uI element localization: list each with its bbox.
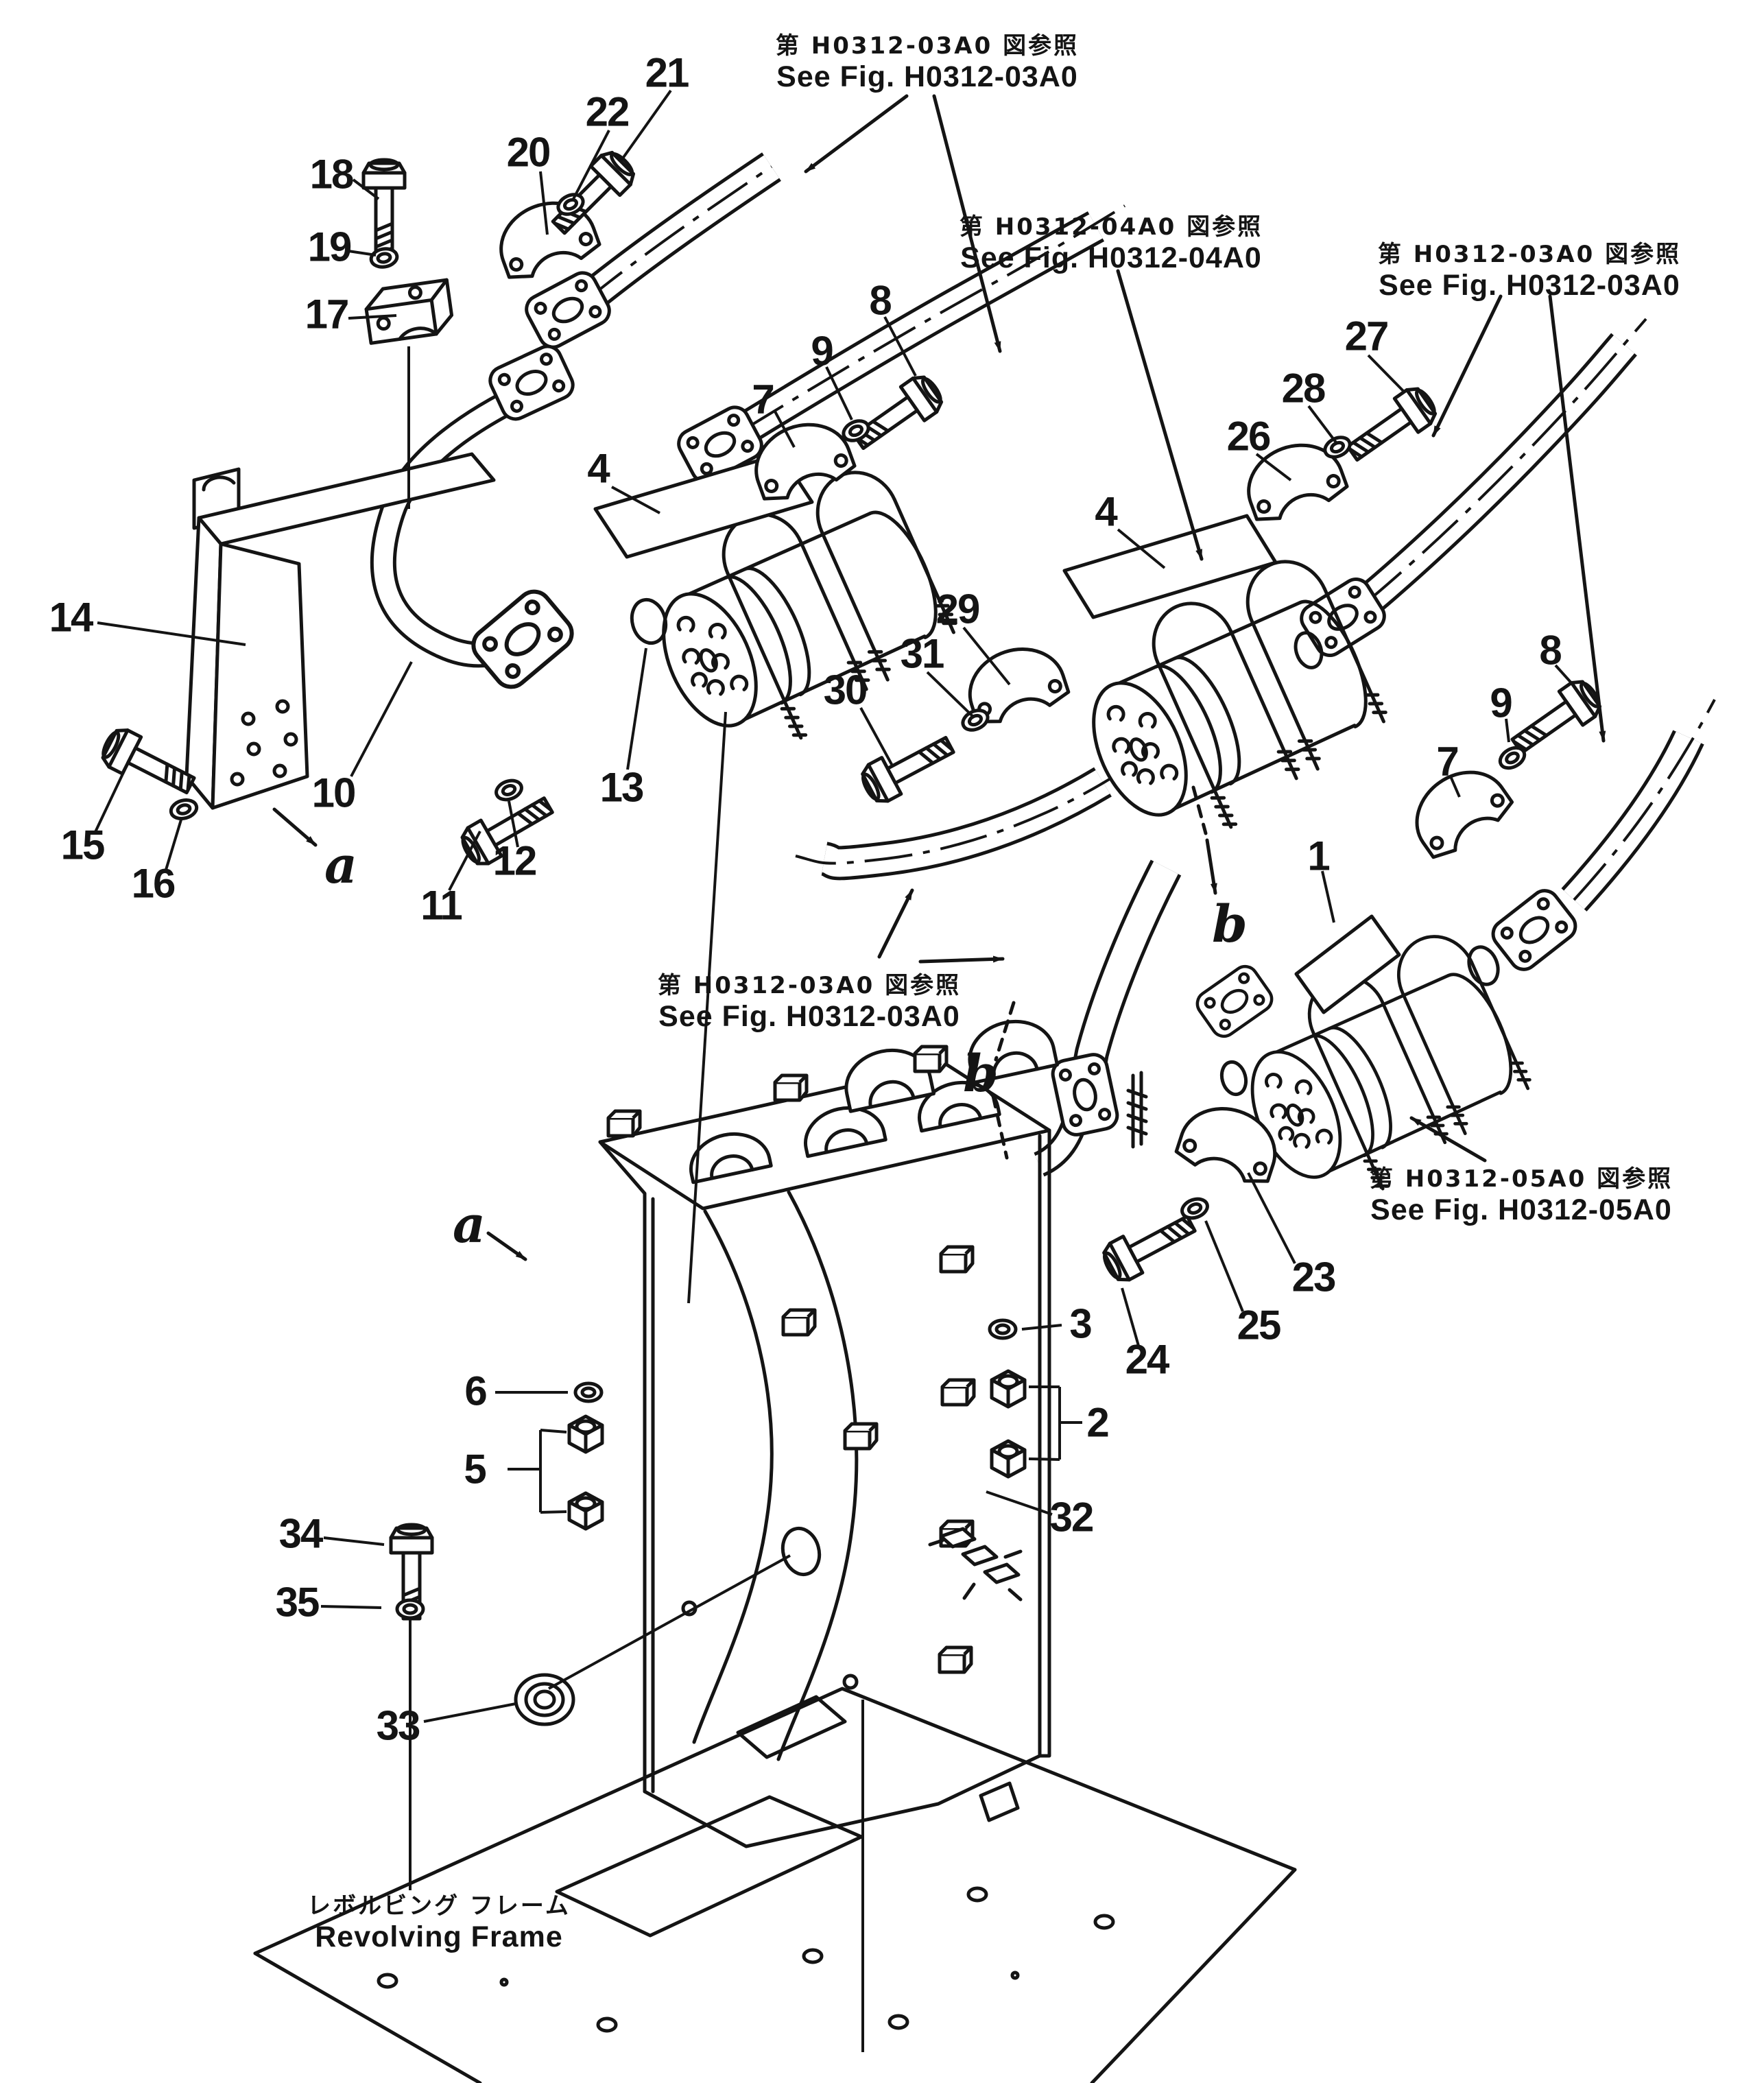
fig-reference-jp: 第 H0312-04A0 図参照 [959, 213, 1263, 241]
part-callout-18-2: 18 [309, 151, 355, 198]
part-callout-7-8: 7 [752, 376, 774, 422]
fig-reference-jp: 第 H0312-03A0 図参照 [775, 32, 1080, 60]
bracket-14 [184, 452, 496, 810]
clamp-17 [364, 278, 454, 345]
part-callout-32-37: 32 [1049, 1494, 1095, 1540]
part-callout-12-24: 12 [492, 837, 538, 884]
fig-reference-jp: 第 H0312-05A0 図参照 [1369, 1165, 1673, 1193]
hose-upper-right [1353, 318, 1647, 617]
leader-lines [93, 89, 1575, 1890]
hose-upper-left [573, 152, 781, 316]
part-callout-16-21: 16 [131, 860, 176, 907]
o-ring-hose-c [1294, 631, 1324, 669]
part-callout-1-28: 1 [1307, 833, 1330, 879]
part-callout-9-7: 9 [811, 328, 833, 374]
tag-box-1 [1294, 914, 1401, 1014]
fig-reference-en: See Fig. H0312-03A0 [658, 1000, 960, 1033]
wiring-fitting [928, 1527, 1023, 1602]
fig-reference-en: See Fig. H0312-04A0 [960, 241, 1262, 274]
o-ring-elbow [1219, 1060, 1248, 1097]
fig-reference-mid: 第 H0312-04A0 図参照 See Fig. H0312-04A0 [960, 208, 1263, 275]
fig-reference-top: 第 H0312-03A0 図参照 See Fig. H0312-03A0 [776, 27, 1079, 94]
part-callout-8-6: 8 [869, 277, 892, 324]
part-callout-27-9: 27 [1344, 313, 1390, 359]
part-callout-28-10: 28 [1281, 365, 1326, 412]
loose-saddle-halves [844, 1019, 1059, 1113]
view-letter-a-22: a [324, 836, 357, 895]
fig-reference-en: See Fig. H0312-05A0 [1370, 1193, 1672, 1226]
part-callout-35-41: 35 [275, 1579, 320, 1626]
part-callout-15-20: 15 [60, 822, 106, 868]
part-callout-4-13: 4 [1095, 488, 1117, 535]
part-callout-31-16: 31 [900, 630, 945, 677]
part-callout-2-36: 2 [1086, 1399, 1109, 1446]
part-callout-11-23: 11 [420, 882, 462, 929]
part-callout-10-19: 10 [311, 770, 357, 816]
fig-reference-center: 第 H0312-03A0 図参照 See Fig. H0312-03A0 [658, 966, 961, 1034]
part-callout-25-33: 25 [1237, 1302, 1282, 1348]
part-callout-21-0: 21 [645, 49, 690, 96]
o-ring-13 [630, 597, 668, 645]
reference-arrows [804, 94, 1606, 1163]
fig-reference-jp: 第 H0312-03A0 図参照 [657, 972, 962, 999]
view-letter-a-31: a [453, 1195, 486, 1254]
part-callout-3-35: 3 [1069, 1300, 1092, 1347]
part-callout-14-14: 14 [49, 594, 94, 641]
view-letter-arrows [272, 785, 1217, 1261]
tag-box-4-right [1062, 514, 1278, 619]
fig-reference-top-right: 第 H0312-03A0 図参照 See Fig. H0312-03A0 [1378, 235, 1681, 302]
part-callout-9-26: 9 [1490, 680, 1512, 726]
part-callout-26-11: 26 [1226, 413, 1272, 460]
hose-middle [732, 204, 1126, 446]
part-callout-24-34: 24 [1125, 1336, 1170, 1383]
revolving-frame-label-en: Revolving Frame [315, 1920, 563, 1953]
hose-lower-right [1561, 699, 1716, 912]
valve-stand-frame [598, 1019, 1148, 1848]
view-letter-b-30: b [963, 1045, 999, 1104]
part-callout-8-27: 8 [1539, 627, 1562, 674]
part-callout-34-40: 34 [278, 1510, 324, 1557]
grommet-33 [514, 1673, 575, 1726]
part-callout-7-25: 7 [1436, 738, 1459, 785]
part-callout-5-39: 5 [464, 1446, 486, 1492]
revolving-frame-label: レボルビング フレーム Revolving Frame [307, 1887, 571, 1954]
view-letter-b-29: b [1212, 895, 1248, 954]
part-callout-30-17: 30 [823, 667, 868, 713]
part-callout-29-15: 29 [935, 586, 981, 632]
part-callout-22-1: 22 [585, 88, 630, 135]
fig-reference-en: See Fig. H0312-03A0 [1379, 269, 1680, 302]
part-callout-13-18: 13 [599, 764, 645, 811]
hose-center-left [795, 767, 1126, 881]
fig-reference-en: See Fig. H0312-03A0 [776, 60, 1078, 93]
part-callout-19-4: 19 [307, 224, 353, 270]
o-ring-valve1 [1467, 945, 1500, 986]
part-callout-33-42: 33 [376, 1702, 421, 1749]
fig-reference-bottom-right: 第 H0312-05A0 図参照 See Fig. H0312-05A0 [1370, 1160, 1673, 1227]
part-callout-4-12: 4 [587, 445, 610, 492]
part-callout-20-3: 20 [506, 129, 551, 176]
revolving-frame-label-jp: レボルビング フレーム [307, 1892, 571, 1920]
part-callout-6-38: 6 [464, 1368, 487, 1414]
part-callout-17-5: 17 [305, 291, 350, 337]
fig-reference-jp: 第 H0312-03A0 図参照 [1377, 241, 1682, 268]
revolving-frame-plate [253, 1687, 1297, 2083]
part-callout-23-32: 23 [1291, 1254, 1337, 1300]
